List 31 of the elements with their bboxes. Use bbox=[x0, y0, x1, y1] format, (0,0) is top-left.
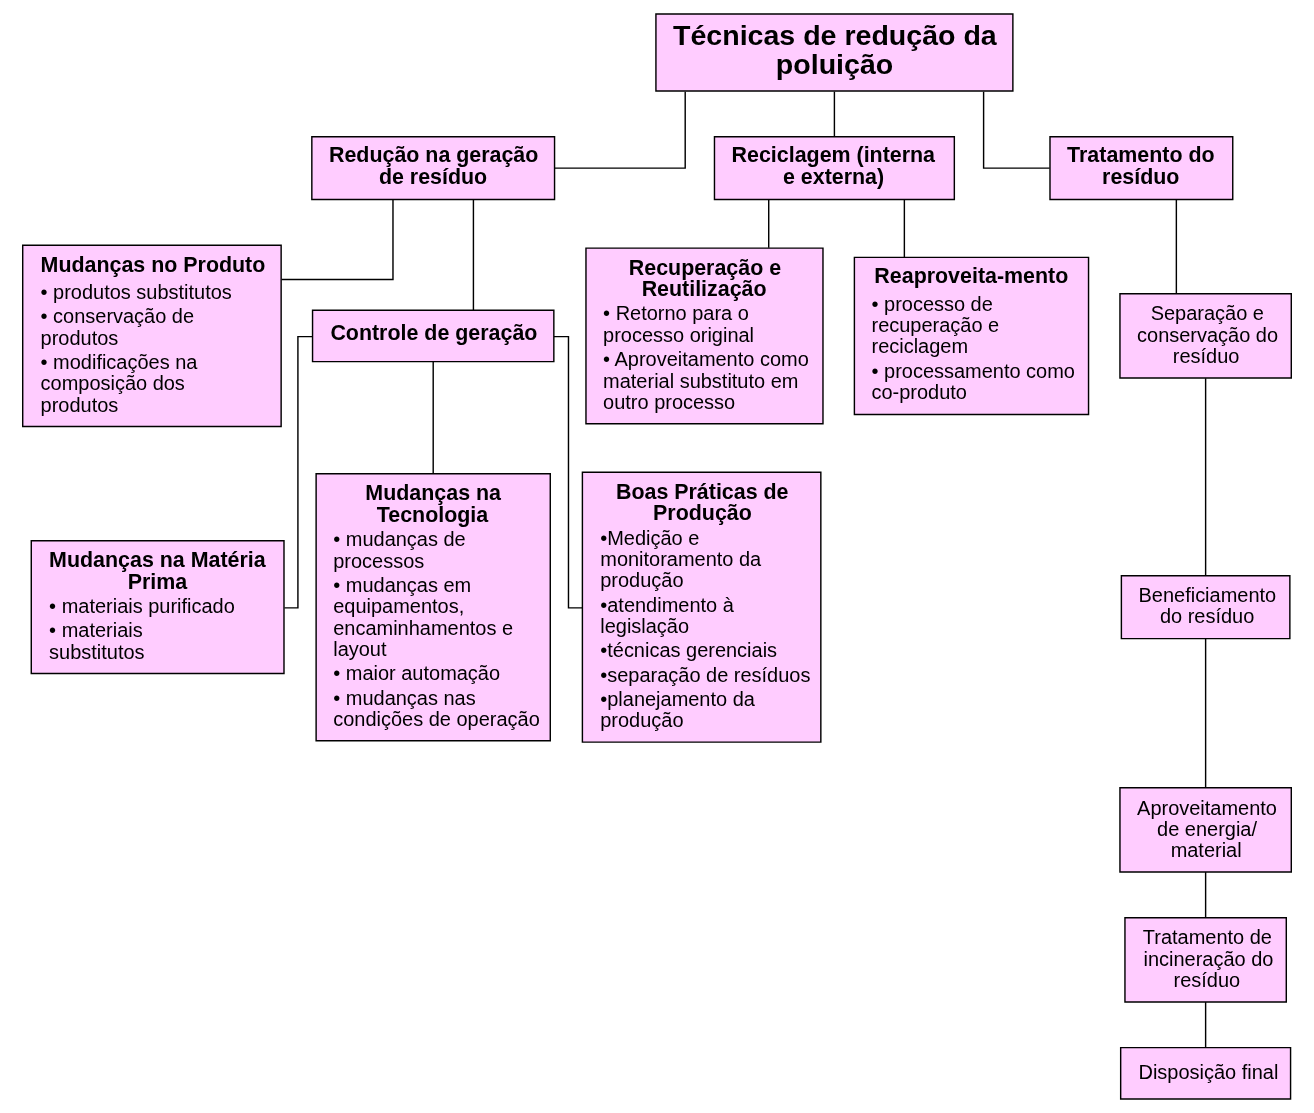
node-box: Técnicas de redução da poluição bbox=[655, 13, 1014, 92]
connector bbox=[768, 199, 770, 249]
node-box: Separação e conservação do resíduo bbox=[1119, 293, 1292, 379]
node-box: Recuperação e Reutilização • Retorno para o processo original • Aproveitamento como material substituto em outro processo bbox=[585, 247, 824, 425]
connector bbox=[982, 90, 1051, 169]
node-box: Mudanças na Matéria Prima • materiais purificado • materiais substitutos bbox=[30, 540, 285, 675]
node-box: Redução na geração de resíduo bbox=[311, 136, 556, 201]
connector bbox=[833, 90, 836, 138]
connector bbox=[1204, 871, 1207, 919]
connector bbox=[472, 199, 475, 311]
node-box: Tratamento do resíduo bbox=[1049, 136, 1234, 201]
connector bbox=[1204, 637, 1207, 789]
node-box: Mudanças no Produto • produtos substitutos • conservação de produtos • modificações na composição dos produtos bbox=[22, 244, 282, 428]
node-box: Reaproveita-mento • processo de recuperação e reciclagem • processamento como co-produto bbox=[853, 256, 1090, 416]
connector bbox=[903, 199, 906, 258]
connector bbox=[1204, 377, 1207, 577]
connector bbox=[553, 335, 583, 609]
connector bbox=[554, 90, 686, 169]
connector bbox=[283, 335, 314, 609]
node-box: Aproveitamento de energia/ material bbox=[1119, 787, 1292, 873]
connector bbox=[1204, 1001, 1207, 1048]
connector bbox=[280, 199, 394, 281]
node-box: Disposição final bbox=[1119, 1046, 1292, 1100]
connector bbox=[432, 361, 434, 474]
node-box: Tratamento de incineração do resíduo bbox=[1124, 917, 1287, 1003]
node-box: Reciclagem (interna e externa) bbox=[713, 136, 956, 201]
node-box: Mudanças na Tecnologia • mudanças de processos • mudanças em equipamentos, encaminhamentos e layout • maior automação • mudanças nas condições de operação bbox=[315, 472, 551, 742]
connector bbox=[1175, 199, 1178, 295]
node-box: Beneficiamento do resíduo bbox=[1120, 575, 1291, 640]
node-box: Boas Práticas de Produção •Medição e monitoramento da produção •atendimento à legislação •técnicas gerenciais •separação de resíduos •planejamento da produção bbox=[581, 471, 822, 743]
node-box: Controle de geração bbox=[311, 309, 555, 363]
